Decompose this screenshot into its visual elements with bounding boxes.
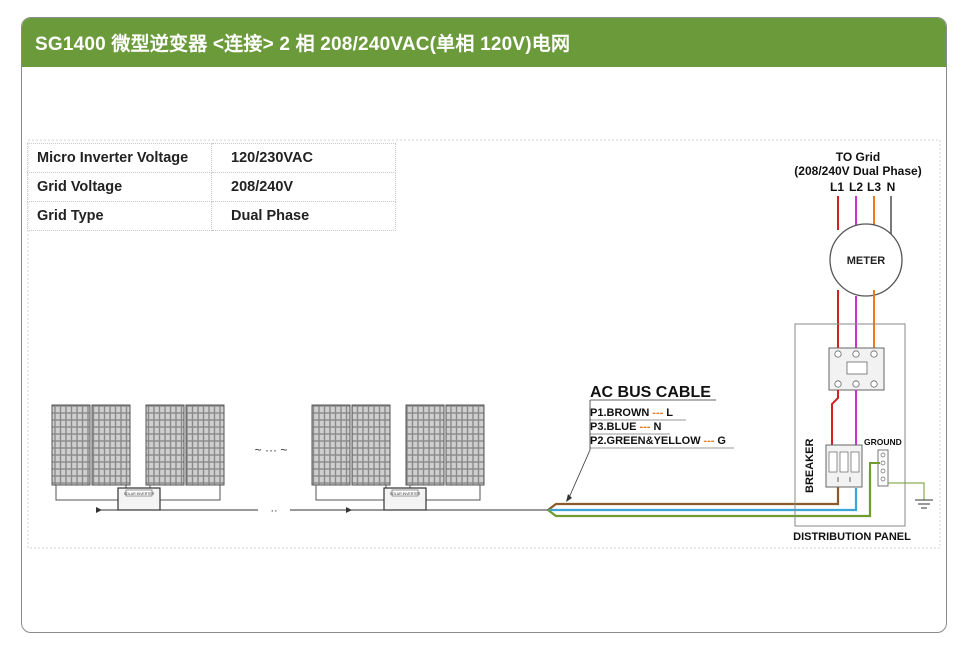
ellipsis-mark: ~ ··· ~ bbox=[255, 443, 288, 457]
solar-panel bbox=[91, 404, 131, 486]
ground-screw bbox=[880, 468, 886, 474]
spec-label: Grid Type bbox=[27, 201, 212, 231]
solar-panel bbox=[351, 404, 391, 486]
solar-panel bbox=[51, 404, 91, 486]
terminal-screw bbox=[852, 350, 860, 358]
ground-label: GROUND bbox=[864, 437, 902, 447]
solar-panel bbox=[311, 404, 351, 486]
meter bbox=[829, 223, 903, 297]
breaker-switch bbox=[846, 361, 868, 375]
earth-conductor bbox=[888, 482, 925, 500]
cable-connector bbox=[346, 507, 352, 513]
solar-panel bbox=[405, 404, 445, 486]
page-title: SG1400 微型逆变器 <连接> 2 相 208/240VAC(单相 120V… bbox=[35, 34, 571, 55]
ground-screw bbox=[880, 460, 886, 466]
meter-label: METER bbox=[847, 255, 886, 267]
pin-item: P3.BLUE---N bbox=[590, 421, 661, 433]
grid-heading: TO Grid bbox=[836, 150, 880, 164]
grid-line-labels: L1 L2 L3 N bbox=[830, 180, 895, 194]
spec-row: Grid Voltage 208/240V bbox=[27, 172, 396, 202]
branch-breaker bbox=[825, 444, 863, 488]
distribution-panel bbox=[794, 323, 906, 527]
inverter-label: SOLAR INVERTER bbox=[124, 492, 155, 496]
line-label: L2 bbox=[849, 180, 863, 194]
panel-group-2: SOLAR INVERTER bbox=[311, 404, 485, 511]
wire-ground bbox=[869, 462, 880, 470]
panel-group-1: SOLAR INVERTER bbox=[51, 404, 225, 511]
inverter-label: SOLAR INVERTER bbox=[390, 492, 421, 496]
spec-value: 208/240V bbox=[211, 172, 396, 202]
spec-row: Grid Type Dual Phase bbox=[27, 201, 396, 231]
ac-bus-pin-list: P1.BROWN---L P3.BLUE---N P2.GREEN&YELLOW… bbox=[590, 407, 726, 447]
pin-item: P2.GREEN&YELLOW---G bbox=[590, 435, 726, 447]
breaker-label: BREAKER bbox=[804, 439, 816, 493]
terminal-screw bbox=[834, 380, 842, 388]
wire-l1 bbox=[831, 390, 839, 445]
spec-row: Micro Inverter Voltage 120/230VAC bbox=[27, 143, 396, 173]
pin-item: P1.BROWN---L bbox=[590, 407, 673, 419]
inverter-label-plate bbox=[125, 489, 153, 497]
solar-panel bbox=[185, 404, 225, 486]
cable-break: ·· bbox=[270, 505, 277, 517]
ground-bar bbox=[877, 449, 889, 487]
terminal-screw bbox=[852, 380, 860, 388]
terminal-screw bbox=[834, 350, 842, 358]
distribution-panel-label: DISTRIBUTION PANEL bbox=[793, 531, 911, 543]
diagram-frame: SG1400 微型逆变器 <连接> 2 相 208/240VAC(单相 120V… bbox=[21, 17, 947, 633]
line-label: L3 bbox=[867, 180, 881, 194]
inverter-label-plate bbox=[391, 489, 419, 497]
grid-subheading: (208/240V Dual Phase) bbox=[794, 164, 921, 178]
spec-value: Dual Phase bbox=[211, 201, 396, 231]
spec-label: Micro Inverter Voltage bbox=[27, 143, 212, 173]
ground-screw bbox=[880, 452, 886, 458]
solar-panel bbox=[445, 404, 485, 486]
cable-end-cap bbox=[96, 507, 102, 513]
spec-label: Grid Voltage bbox=[27, 172, 212, 202]
title-bar: SG1400 微型逆变器 <连接> 2 相 208/240VAC(单相 120V… bbox=[22, 18, 946, 67]
line-label: N bbox=[887, 180, 896, 194]
ac-bus-wires bbox=[547, 470, 872, 518]
ac-bus-title: AC BUS CABLE bbox=[590, 384, 711, 401]
line-label: L1 bbox=[830, 180, 844, 194]
earth-ground-icon bbox=[915, 499, 933, 509]
terminal-screw bbox=[870, 380, 878, 388]
terminal-screw bbox=[870, 350, 878, 358]
solar-panel bbox=[145, 404, 185, 486]
callout-arrow bbox=[566, 494, 572, 502]
drawing-boundary bbox=[27, 139, 941, 549]
callout-leader bbox=[567, 449, 591, 501]
ground-screw bbox=[880, 476, 886, 482]
spec-table: Micro Inverter Voltage 120/230VAC Grid V… bbox=[27, 143, 396, 231]
